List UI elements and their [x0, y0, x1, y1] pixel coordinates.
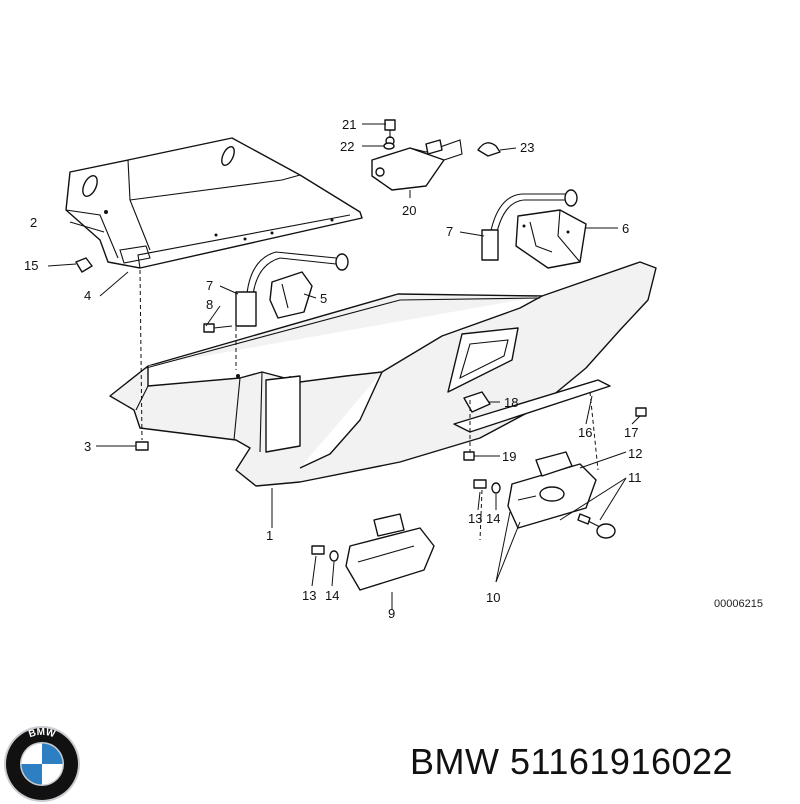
callout-23: 23	[520, 140, 534, 155]
leader-lines	[47, 123, 641, 610]
callout-12: 12	[628, 446, 642, 461]
callout-1: 1	[266, 528, 273, 543]
callout-3: 3	[84, 439, 91, 454]
callout-15: 15	[24, 258, 38, 273]
glove-box-part-1	[109, 261, 657, 487]
callout-18: 18	[504, 395, 518, 410]
callout-21: 21	[342, 117, 356, 132]
bmw-logo: BMW	[4, 726, 80, 802]
callout-4: 4	[84, 288, 91, 303]
callout-9: 9	[388, 606, 395, 621]
callout-6: 6	[622, 221, 629, 236]
washer-part-14-right	[491, 482, 501, 494]
screw-part-19	[463, 451, 475, 461]
strap-part-7-right	[481, 189, 578, 261]
bracket-part-6	[515, 209, 587, 269]
screw-part-13-left	[311, 545, 325, 555]
nut-part-15	[75, 257, 93, 273]
callout-5: 5	[320, 291, 327, 306]
callout-2: 2	[30, 215, 37, 230]
callout-10: 10	[486, 590, 500, 605]
callout-14-left: 14	[325, 588, 339, 603]
screw-part-3	[135, 441, 149, 451]
callout-13-left: 13	[302, 588, 316, 603]
callout-20: 20	[402, 203, 416, 218]
screw-part-21	[384, 119, 396, 138]
screw-part-17	[635, 407, 647, 417]
callout-13-right: 13	[468, 511, 482, 526]
callout-19: 19	[502, 449, 516, 464]
part-number: 51161916022	[510, 741, 734, 782]
brand-part-number: BMW 51161916022	[410, 741, 733, 783]
washer-part-14-left	[329, 550, 339, 562]
diagram-code: 00006215	[714, 598, 763, 610]
screw-part-8	[203, 323, 233, 333]
callout-16: 16	[578, 425, 592, 440]
callout-17: 17	[624, 425, 638, 440]
callout-7-right: 7	[446, 224, 453, 239]
strap-part-7-left	[235, 251, 349, 327]
lock-part-9	[345, 513, 435, 591]
lock-part-12	[507, 451, 597, 529]
clip-part-23	[477, 142, 501, 157]
mounting-bracket-part-2	[65, 137, 363, 269]
callout-14-right: 14	[486, 511, 500, 526]
washer-part-22	[383, 142, 395, 150]
brand-name: BMW	[410, 741, 500, 782]
svg-text:BMW: BMW	[27, 727, 56, 740]
callout-7-left: 7	[206, 278, 213, 293]
latch-part-20	[371, 136, 463, 191]
callout-8: 8	[206, 297, 213, 312]
callout-22: 22	[340, 139, 354, 154]
callout-11: 11	[628, 470, 642, 485]
bracket-part-5	[269, 271, 313, 319]
screw-part-13-right	[473, 479, 487, 489]
key-part-11	[577, 513, 616, 539]
strip-part-16	[453, 379, 611, 433]
